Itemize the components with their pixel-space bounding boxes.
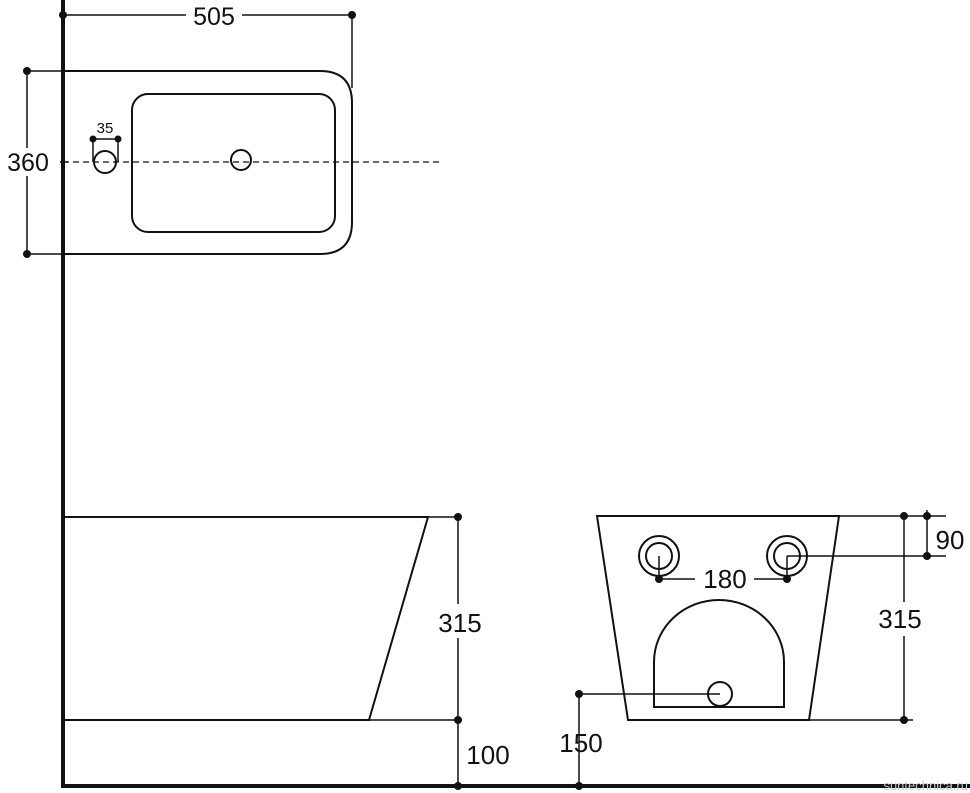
label-mount-height: 90: [936, 525, 965, 555]
dim-mount-end-top: [923, 512, 931, 520]
dim-side-end-floor: [454, 782, 462, 790]
dim-side-end-mid: [454, 716, 462, 724]
back-view-outline: [595, 515, 841, 721]
label-mount-spacing: 180: [703, 564, 746, 594]
dim-width-end-right: [348, 11, 356, 19]
side-view-outline: [63, 516, 430, 721]
dim-tap-end-left: [89, 135, 97, 143]
watermark: suntechnica.ru: [883, 778, 968, 793]
dim-side-end-top: [454, 513, 462, 521]
label-tap-hole: 35: [97, 120, 114, 137]
dim-drain-end-top: [575, 690, 583, 698]
label-front-height: 315: [438, 608, 481, 638]
label-top-depth: 360: [7, 149, 49, 177]
dim-width-end-left: [59, 11, 67, 19]
dim-spacing-end-left: [655, 575, 663, 583]
dim-back-end-top: [900, 512, 908, 520]
dim-mount-end-bottom: [923, 552, 931, 560]
label-back-height: 315: [878, 604, 921, 634]
dim-drain-end-floor: [575, 782, 583, 790]
dim-tap-end-right: [114, 135, 122, 143]
top-view-outline: [63, 70, 353, 255]
dim-back-end-bottom: [900, 716, 908, 724]
dim-depth-end-bottom: [23, 250, 31, 258]
label-floor-gap: 100: [466, 740, 509, 770]
top-view-drain: [230, 149, 252, 171]
tap-hole: [93, 150, 117, 174]
back-view-inlet: [653, 599, 785, 708]
dim-depth-end-top: [23, 67, 31, 75]
dim-spacing-end-right: [783, 575, 791, 583]
label-drain-offset: 150: [559, 728, 602, 758]
top-view-bowl: [131, 93, 336, 233]
label-top-width: 505: [193, 3, 235, 31]
